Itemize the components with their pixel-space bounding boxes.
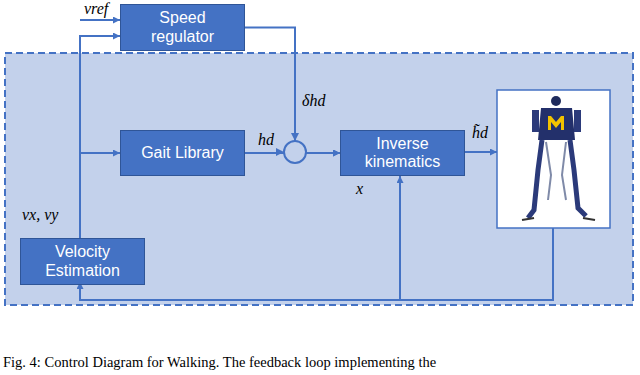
signal-connector — [80, 36, 120, 238]
signal-wire — [80, 20, 553, 300]
signal-name: vx, vy — [22, 206, 58, 224]
signal-name: vref — [84, 0, 108, 18]
signal-name: x — [356, 180, 363, 198]
process-box: Inverse kinematics — [340, 130, 465, 176]
box-label: Inverse kinematics — [353, 135, 453, 172]
summing-junction — [284, 141, 306, 163]
arrow-head — [291, 133, 299, 141]
process-box: Gait Library — [120, 130, 245, 176]
signal-name: hd — [258, 131, 274, 149]
signal-connector — [245, 28, 340, 154]
box-label: Velocity Estimation — [33, 243, 133, 280]
signal-name: h̃d — [472, 124, 488, 142]
signal-name: δhd — [302, 92, 325, 110]
signal-connector — [80, 153, 120, 238]
robot-frame — [497, 90, 610, 228]
process-box: Speed regulator — [120, 4, 245, 51]
arrow-head — [276, 148, 284, 156]
box-label: Speed regulator — [133, 9, 233, 46]
process-box: Velocity Estimation — [20, 238, 145, 285]
figure-caption: Fig. 4: Control Diagram for Walking. The… — [3, 354, 436, 371]
box-label: Gait Library — [141, 144, 224, 162]
robot-illustration — [522, 96, 595, 220]
controller-region — [5, 53, 633, 305]
